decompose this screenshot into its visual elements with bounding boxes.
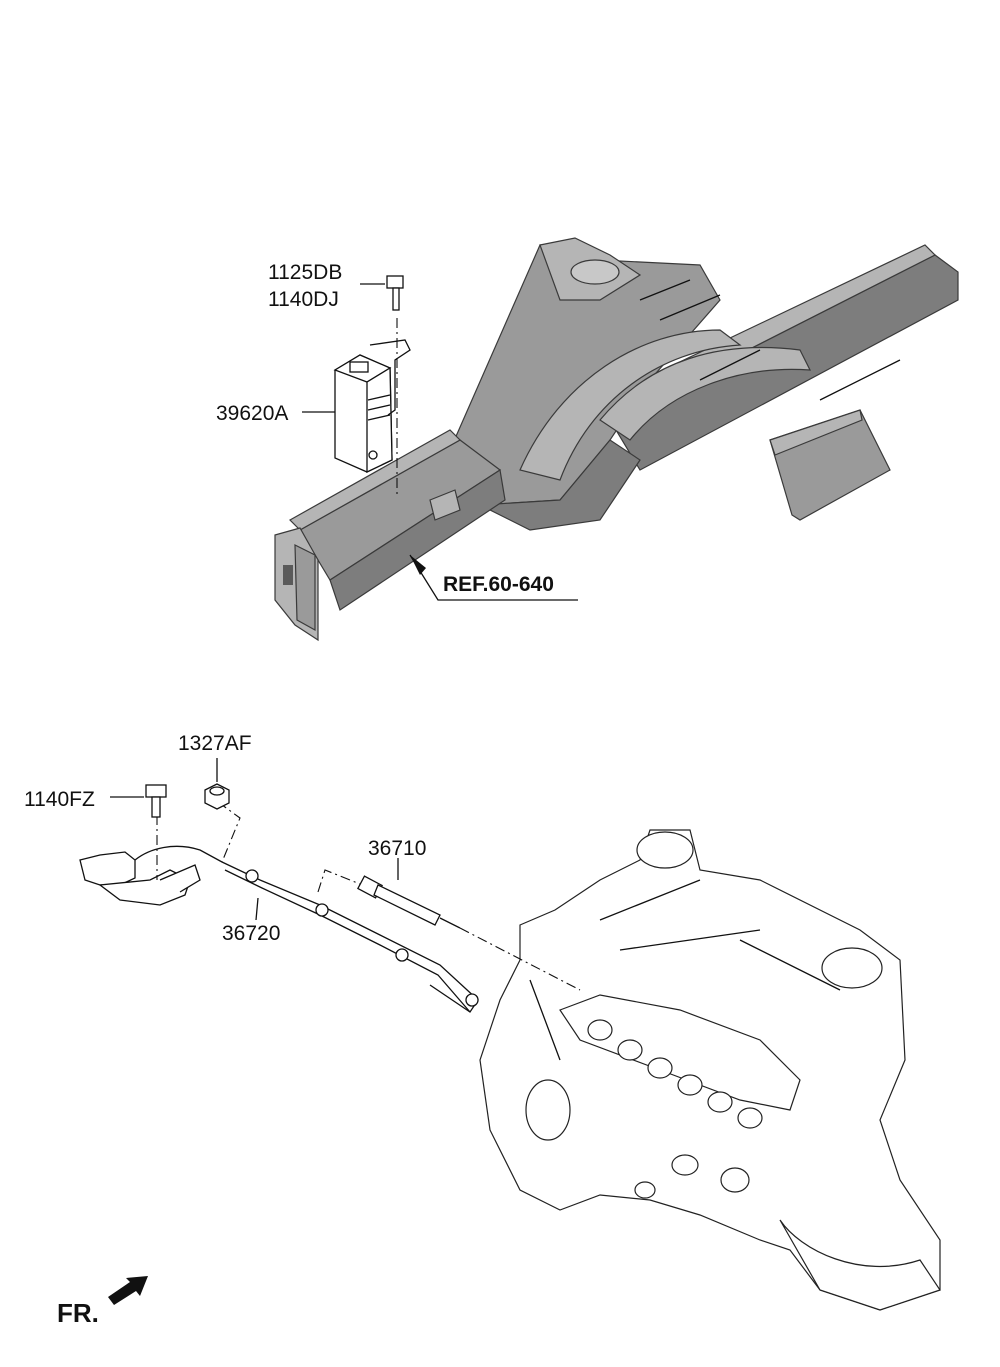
glow-plug-controller xyxy=(333,318,411,495)
bolt-1125db-icon xyxy=(386,275,404,311)
label-1327af: 1327AF xyxy=(178,732,252,755)
label-36720: 36720 xyxy=(222,922,280,945)
glow-plug-harness xyxy=(79,801,479,1013)
leader-harness xyxy=(255,897,259,921)
label-1125db: 1125DB xyxy=(268,261,342,284)
glow-plug xyxy=(357,875,581,991)
label-1140dj: 1140DJ xyxy=(268,288,339,311)
label-36710: 36710 xyxy=(368,837,426,860)
label-ref-60-640: REF.60-640 xyxy=(443,573,554,596)
bolt-1140fz-icon xyxy=(145,784,167,818)
label-39620a: 39620A xyxy=(216,402,288,425)
label-1140fz: 1140FZ xyxy=(24,788,95,811)
engine-block xyxy=(479,829,941,1311)
front-frame-assembly xyxy=(274,237,959,642)
label-front: FR. xyxy=(57,1298,99,1328)
nut-1327af-icon xyxy=(204,783,230,810)
ref-arrowhead xyxy=(410,555,426,575)
front-direction-arrow-icon xyxy=(108,1276,148,1305)
